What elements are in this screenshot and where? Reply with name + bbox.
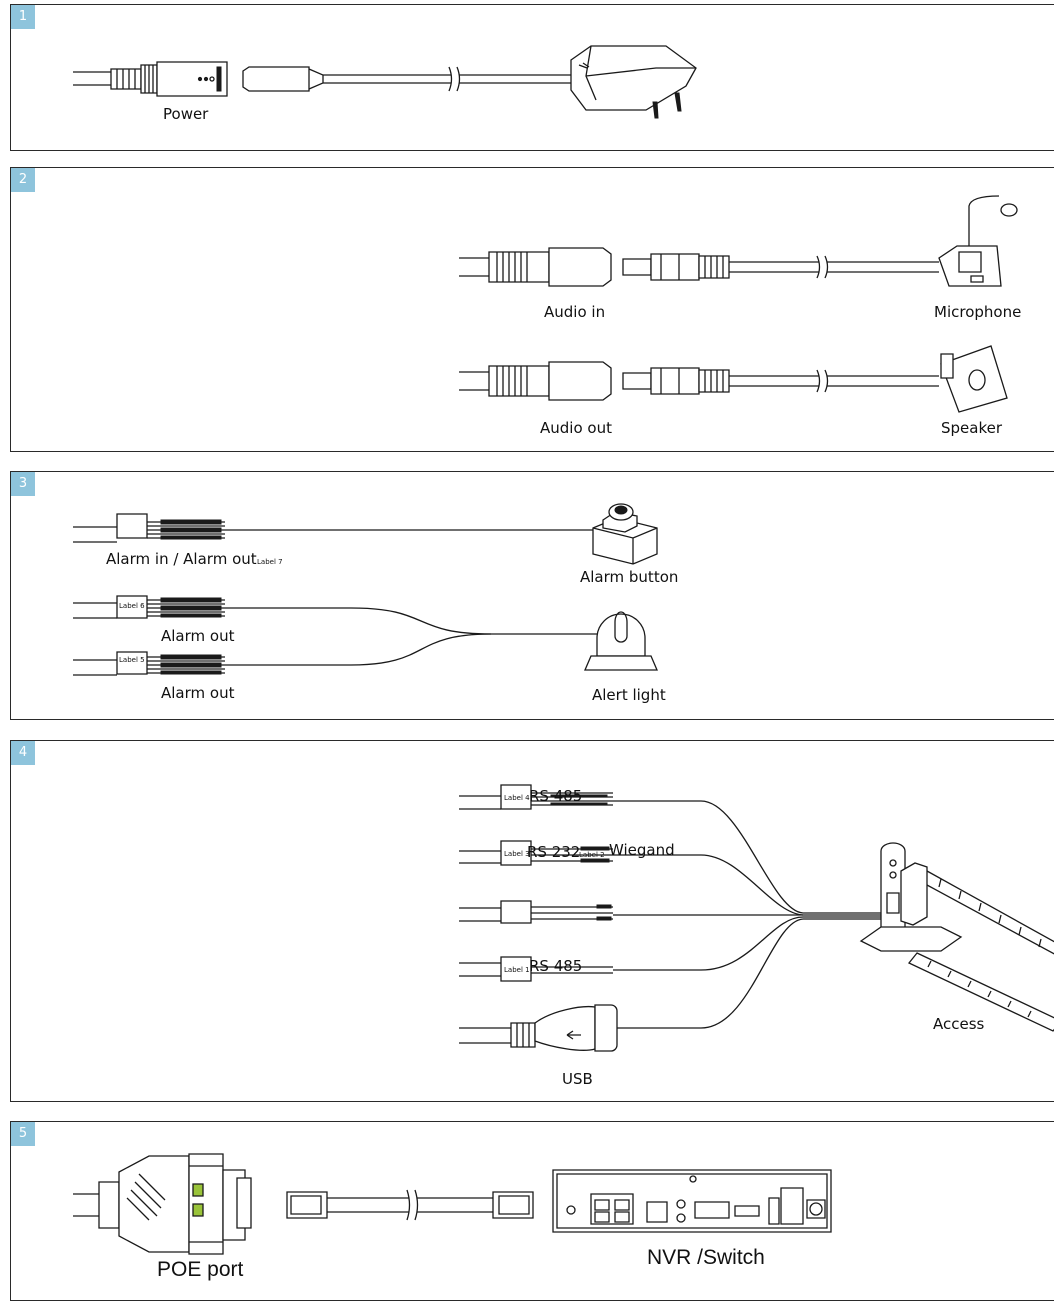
usb-label: USB	[562, 1070, 593, 1088]
panel-number-badge: 2	[11, 168, 35, 192]
microphone-label: Microphone	[934, 303, 1022, 321]
panel-poe: 5 POE port NVR /Swit	[10, 1121, 1054, 1301]
audio-cables-illustration	[459, 195, 1018, 413]
panel-power: 1 Power	[10, 4, 1054, 151]
panel-number-badge: 4	[11, 741, 35, 765]
panel-alarm: 3 Alarm in / Alarm out Label 7 Alarm but…	[10, 471, 1054, 720]
panel-number-badge: 3	[11, 472, 35, 496]
label-7: Label 7	[257, 558, 283, 566]
alert-light-label: Alert light	[592, 686, 666, 704]
label-5: Label 5	[119, 656, 145, 664]
rs232-label: RS 232	[527, 843, 581, 861]
speaker-label: Speaker	[941, 419, 1003, 437]
alarm-cables-illustration	[73, 503, 658, 676]
panel-audio: 2 Audio in	[10, 167, 1054, 452]
label-2: Label 2	[579, 851, 605, 859]
panel-access: 4	[10, 740, 1054, 1102]
rs485-label-b: RS 485	[529, 957, 583, 975]
alarm-out-label-2: Alarm out	[161, 684, 235, 702]
alarm-button-label: Alarm button	[580, 568, 679, 586]
label-4: Label 4	[504, 794, 530, 802]
wiegand-label: Wiegand	[609, 841, 675, 859]
panel-number-badge: 5	[11, 1122, 35, 1146]
label-3: Label 3	[504, 850, 530, 858]
label-1: Label 1	[504, 966, 530, 974]
rs485-label-a: RS 485	[529, 787, 583, 805]
access-cables-illustration	[459, 784, 1054, 1052]
power-label: Power	[163, 105, 209, 123]
power-cable-illustration	[73, 45, 697, 119]
poe-cable-illustration	[73, 1153, 832, 1255]
poe-port-label: POE port	[157, 1258, 244, 1281]
audio-out-label: Audio out	[540, 419, 612, 437]
alarm-out-label-1: Alarm out	[161, 627, 235, 645]
alarm-in-out-label: Alarm in / Alarm out	[106, 550, 257, 568]
panel-number-badge: 1	[11, 5, 35, 29]
nvr-switch-label: NVR /Switch	[647, 1246, 765, 1269]
access-label: Access	[933, 1015, 985, 1033]
label-6: Label 6	[119, 602, 145, 610]
audio-in-label: Audio in	[544, 303, 606, 321]
